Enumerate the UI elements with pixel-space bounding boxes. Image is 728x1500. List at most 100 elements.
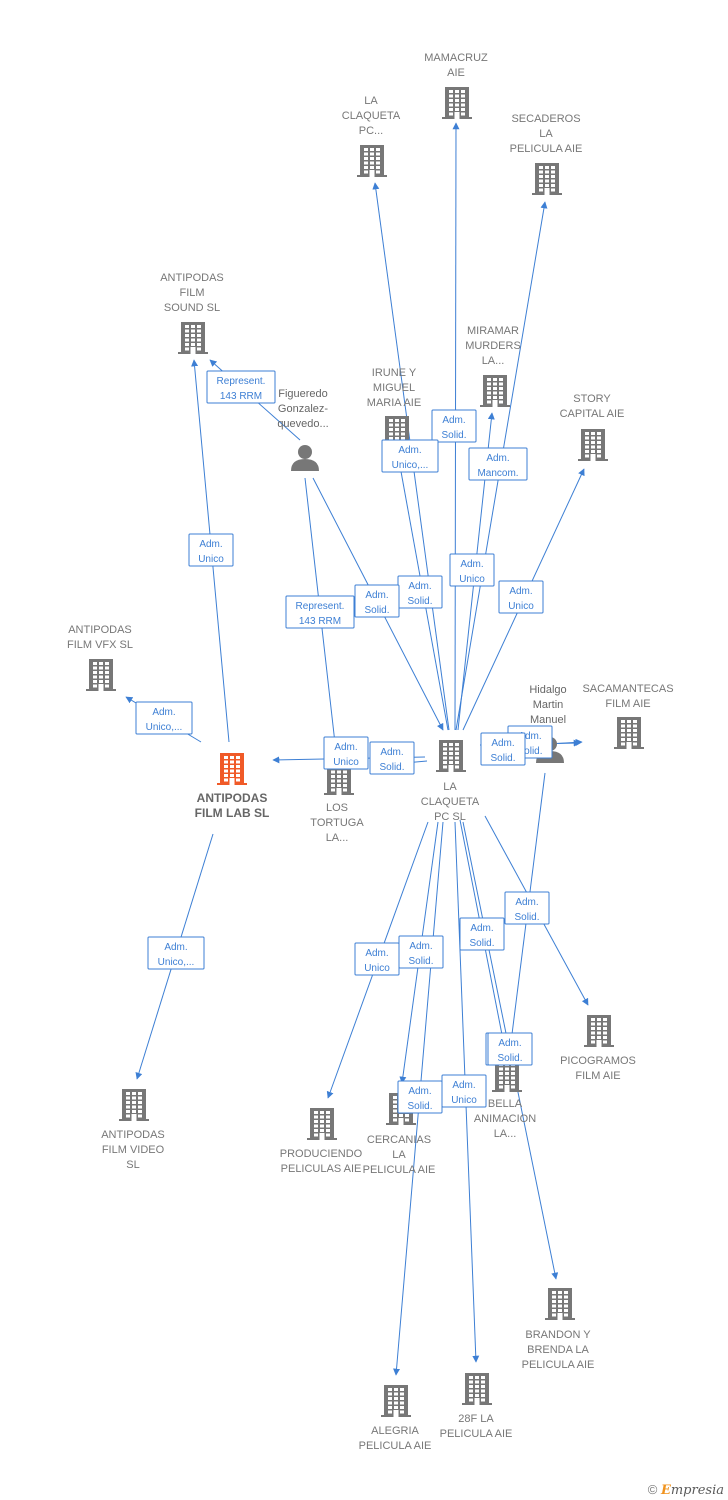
- building-window: [105, 666, 109, 670]
- building-icon[interactable]: [480, 375, 510, 407]
- building-window: [191, 329, 195, 333]
- edge-label[interactable]: Adm.Solid.: [487, 1032, 533, 1066]
- edge-label[interactable]: Adm.Unico,...: [381, 439, 439, 473]
- building-icon[interactable]: [86, 659, 116, 691]
- edge-label-text: Adm.: [518, 731, 541, 742]
- brand-logo[interactable]: Empresia: [661, 1483, 724, 1498]
- node-label: AIE: [447, 67, 465, 79]
- edge-label[interactable]: Adm.Solid.: [369, 741, 415, 775]
- building-window: [191, 343, 195, 346]
- edge-label[interactable]: Adm.Unico: [441, 1074, 487, 1108]
- building-window: [138, 1096, 142, 1100]
- building-window: [455, 108, 459, 111]
- edge-label[interactable]: Adm.Unico: [498, 580, 544, 614]
- building-window: [627, 724, 631, 728]
- edge-label[interactable]: Adm.Solid.: [354, 584, 400, 618]
- edge-label[interactable]: Adm.Solid.: [459, 917, 505, 951]
- edge-label[interactable]: Adm.Solid.: [397, 575, 443, 609]
- edge-label[interactable]: Adm.Solid.: [431, 409, 477, 443]
- edge-label[interactable]: Adm.Solid.: [480, 732, 526, 766]
- building-icon[interactable]: [119, 1089, 149, 1121]
- building-icon[interactable]: [578, 429, 608, 461]
- building-icon[interactable]: [217, 753, 247, 785]
- node-figueredo[interactable]: FigueredoGonzalez-quevedo...: [277, 388, 329, 471]
- building-icon[interactable]: [442, 87, 472, 119]
- building-window: [487, 400, 491, 404]
- node-label: CLAQUETA: [421, 796, 480, 808]
- edge-label[interactable]: Adm.Unico: [449, 553, 495, 587]
- building-window: [558, 1304, 562, 1308]
- building-window: [395, 419, 399, 422]
- edge-label-box: [487, 1032, 533, 1066]
- building-window: [493, 396, 497, 399]
- building-window: [105, 671, 109, 674]
- edge-label[interactable]: Adm.Unico: [323, 736, 369, 770]
- building-icon[interactable]: [545, 1288, 575, 1320]
- building-icon[interactable]: [381, 1385, 411, 1417]
- edge-label[interactable]: Adm.Solid.: [504, 891, 550, 925]
- building-icon[interactable]: [614, 717, 644, 749]
- building-window: [449, 94, 453, 98]
- edge-label[interactable]: Adm.Solid.: [397, 1080, 443, 1114]
- node-lostortuga[interactable]: LOSTORTUGALA...: [310, 763, 364, 844]
- building-window: [591, 436, 595, 440]
- node-laclaqueta_pc[interactable]: LACLAQUETAPC...: [342, 95, 401, 177]
- building-icon[interactable]: [584, 1015, 614, 1047]
- person-icon[interactable]: [291, 445, 319, 471]
- building-window: [197, 338, 201, 342]
- edge-label[interactable]: Adm.Solid.: [398, 935, 444, 969]
- node-miramar[interactable]: MIRAMARMURDERSLA...: [465, 325, 521, 407]
- building-window: [487, 387, 491, 390]
- building-window: [539, 166, 543, 169]
- building-icon[interactable]: [357, 145, 387, 177]
- building-window: [475, 1394, 479, 1397]
- edge-label[interactable]: Adm.Unico: [188, 533, 234, 567]
- building-window: [539, 170, 543, 174]
- edge-label-box: [188, 533, 234, 567]
- building-window: [320, 1129, 324, 1132]
- building-window: [126, 1096, 130, 1100]
- building-window: [132, 1101, 136, 1104]
- edge-label-text: Adm.: [152, 707, 175, 718]
- building-door: [474, 1398, 480, 1405]
- node-bella[interactable]: BELLAANIMACIONLA...: [474, 1060, 536, 1140]
- edge-label[interactable]: Adm.Unico: [354, 942, 400, 976]
- building-window: [400, 1392, 404, 1396]
- edge-label[interactable]: Represent.143 RRM: [206, 370, 276, 404]
- building-window: [376, 148, 380, 151]
- building-window: [621, 724, 625, 728]
- building-icon[interactable]: [436, 740, 466, 772]
- building-icon[interactable]: [307, 1108, 337, 1140]
- building-window: [138, 1092, 142, 1095]
- edge-label[interactable]: Represent.143 RRM: [285, 595, 355, 629]
- edge-label-box: [206, 370, 276, 404]
- edge-label[interactable]: Adm.Unico,...: [135, 701, 193, 735]
- edge-label[interactable]: Adm.Unico,...: [147, 936, 205, 970]
- building-door: [557, 1313, 563, 1320]
- building-window: [343, 779, 347, 783]
- building-icon[interactable]: [178, 322, 208, 354]
- building-window: [591, 445, 595, 449]
- building-window: [331, 770, 335, 774]
- building-icon[interactable]: [462, 1373, 492, 1405]
- building-window: [105, 675, 109, 679]
- edge-label-box: [147, 936, 205, 970]
- edge-label[interactable]: Adm.Mancom.: [468, 447, 528, 481]
- building-window: [481, 1389, 485, 1393]
- building-icon[interactable]: [532, 163, 562, 195]
